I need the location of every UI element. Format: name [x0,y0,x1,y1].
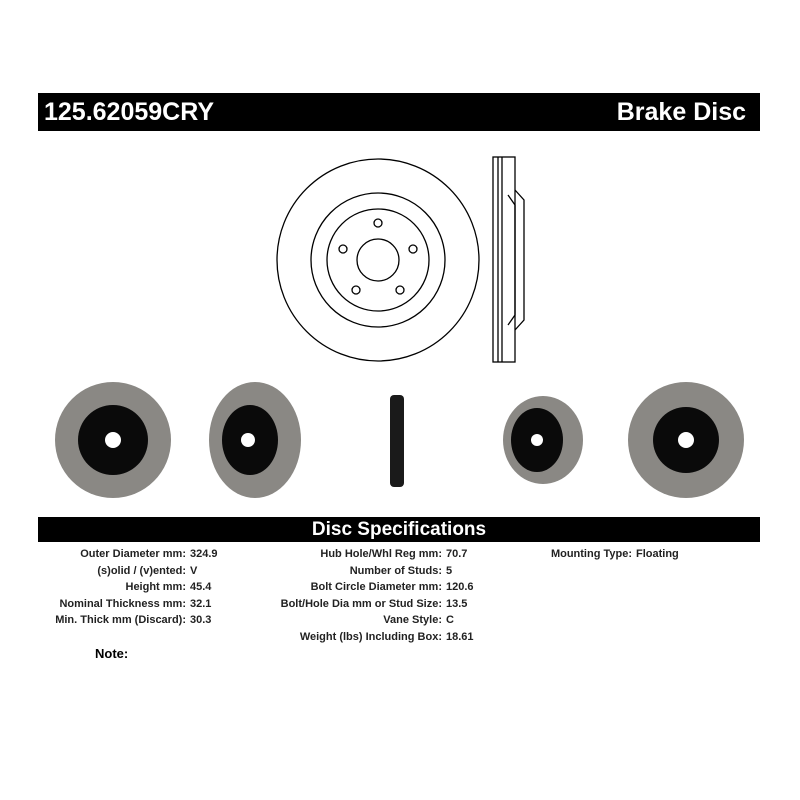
spec-value: C [446,614,454,626]
note-label: Note: [95,646,129,661]
spec-title: Disc Specifications [311,519,487,540]
spec-label: Hub Hole/Whl Reg mm: [320,548,442,560]
spec-label: Min. Thick mm (Discard): [55,614,186,626]
spec-value: 13.5 [446,597,468,610]
part-number: 125.62059CRY [44,98,215,126]
spec-label: Vane Style: [383,614,442,626]
disc-front-drawing [276,158,480,362]
product-type: Brake Disc [616,98,746,126]
spec-label: Bolt Circle Diameter mm: [310,581,442,593]
disc-photos [55,382,744,498]
disc-photo-side [390,395,404,487]
spec-label: Weight (lbs) Including Box: [299,630,442,643]
spec-value: Floating [636,548,679,560]
spec-label: (s)olid / (v)ented: [97,564,186,577]
spec-value: 45.4 [190,581,212,593]
spec-label: Bolt/Hole Dia mm or Stud Size: [280,597,442,610]
spec-label: Nominal Thickness mm: [59,597,186,610]
disc-photo-front [55,382,171,498]
disc-photo-back [628,382,744,498]
spec-label: Height mm: [125,581,187,593]
spec-value: 70.7 [446,548,468,560]
spec-label: Mounting Type: [550,548,632,560]
spec-value: 18.61 [446,630,474,643]
disc-side-profile [492,156,525,363]
header-bar: 125.62059CRY Brake Disc [38,93,760,131]
spec-value: 30.3 [190,614,212,626]
spec-label: Outer Diameter mm: [80,548,186,560]
spec-value: 5 [446,564,453,577]
disc-photo-angle-right [503,396,583,484]
spec-label: Number of Studs: [349,564,442,577]
spec-value: V [190,564,198,577]
disc-photo-angle-left [209,382,301,498]
spec-title-bar: Disc Specifications [38,517,760,542]
spec-value: 324.9 [190,548,218,560]
spec-value: 120.6 [446,581,474,593]
spec-value: 32.1 [190,597,212,610]
disc-drawings [55,156,744,498]
